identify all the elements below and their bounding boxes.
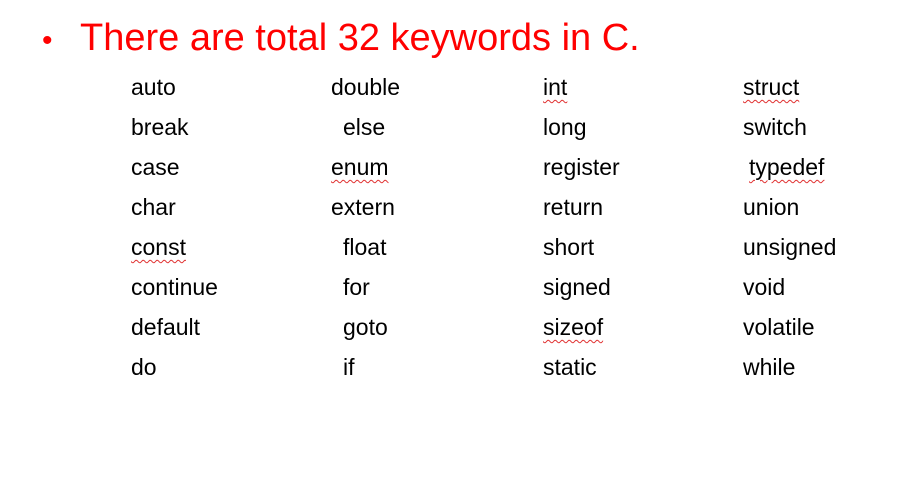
keyword-item: for — [343, 274, 370, 300]
keyword-item: unsigned — [743, 234, 837, 260]
keyword-item: void — [743, 274, 786, 300]
keyword-item: char — [131, 194, 176, 220]
keyword-column-2: double else enum extern float for goto i… — [331, 70, 400, 390]
keyword-column-1: auto break case char const continue defa… — [131, 70, 218, 390]
keyword-item: union — [743, 194, 800, 220]
bullet-icon: • — [42, 24, 53, 57]
keyword-column-4: struct switch typedef union unsigned voi… — [743, 70, 836, 390]
keyword-item: int — [543, 74, 568, 100]
keyword-item: short — [543, 234, 595, 260]
keyword-item: volatile — [743, 314, 815, 340]
keyword-item: return — [543, 194, 604, 220]
keyword-item: const — [131, 234, 186, 260]
keyword-item: else — [343, 114, 386, 140]
keyword-item: if — [343, 354, 355, 380]
keyword-item: sizeof — [543, 314, 604, 340]
keyword-item: extern — [331, 194, 395, 220]
keyword-item: static — [543, 354, 597, 380]
slide-title: There are total 32 keywords in C. — [80, 17, 640, 59]
keyword-item: double — [331, 74, 401, 100]
keyword-item: long — [543, 114, 587, 140]
keyword-item: enum — [331, 154, 389, 180]
keyword-item: case — [131, 154, 180, 180]
keyword-item: goto — [343, 314, 388, 340]
keyword-column-3: int long register return short signed si… — [543, 70, 620, 390]
keyword-item: auto — [131, 74, 176, 100]
keyword-item: switch — [743, 114, 807, 140]
keyword-item: register — [543, 154, 620, 180]
keyword-item: float — [343, 234, 387, 260]
keyword-item: struct — [743, 74, 800, 100]
keyword-item: do — [131, 354, 157, 380]
keyword-item: break — [131, 114, 189, 140]
keyword-item: signed — [543, 274, 611, 300]
keyword-item: typedef — [749, 154, 825, 180]
keyword-item: continue — [131, 274, 218, 300]
keyword-item: default — [131, 314, 201, 340]
keyword-item: while — [743, 354, 796, 380]
slide-heading: • There are total 32 keywords in C. — [42, 12, 640, 67]
